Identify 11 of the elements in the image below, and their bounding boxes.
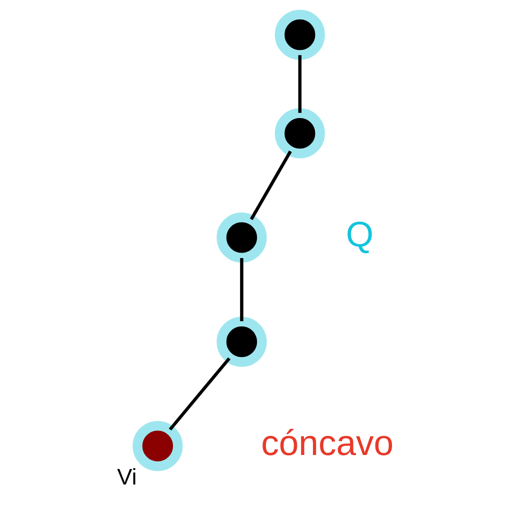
node-circle	[274, 10, 324, 60]
label: cóncavo	[260, 423, 394, 464]
node-circle	[216, 212, 266, 263]
node-circle	[274, 108, 324, 158]
label: Q	[345, 214, 373, 255]
connector	[249, 150, 292, 220]
node-label: Vi	[116, 464, 136, 490]
connector	[240, 258, 243, 322]
connector	[298, 55, 301, 113]
connector	[168, 357, 230, 431]
node-circle	[216, 316, 266, 367]
